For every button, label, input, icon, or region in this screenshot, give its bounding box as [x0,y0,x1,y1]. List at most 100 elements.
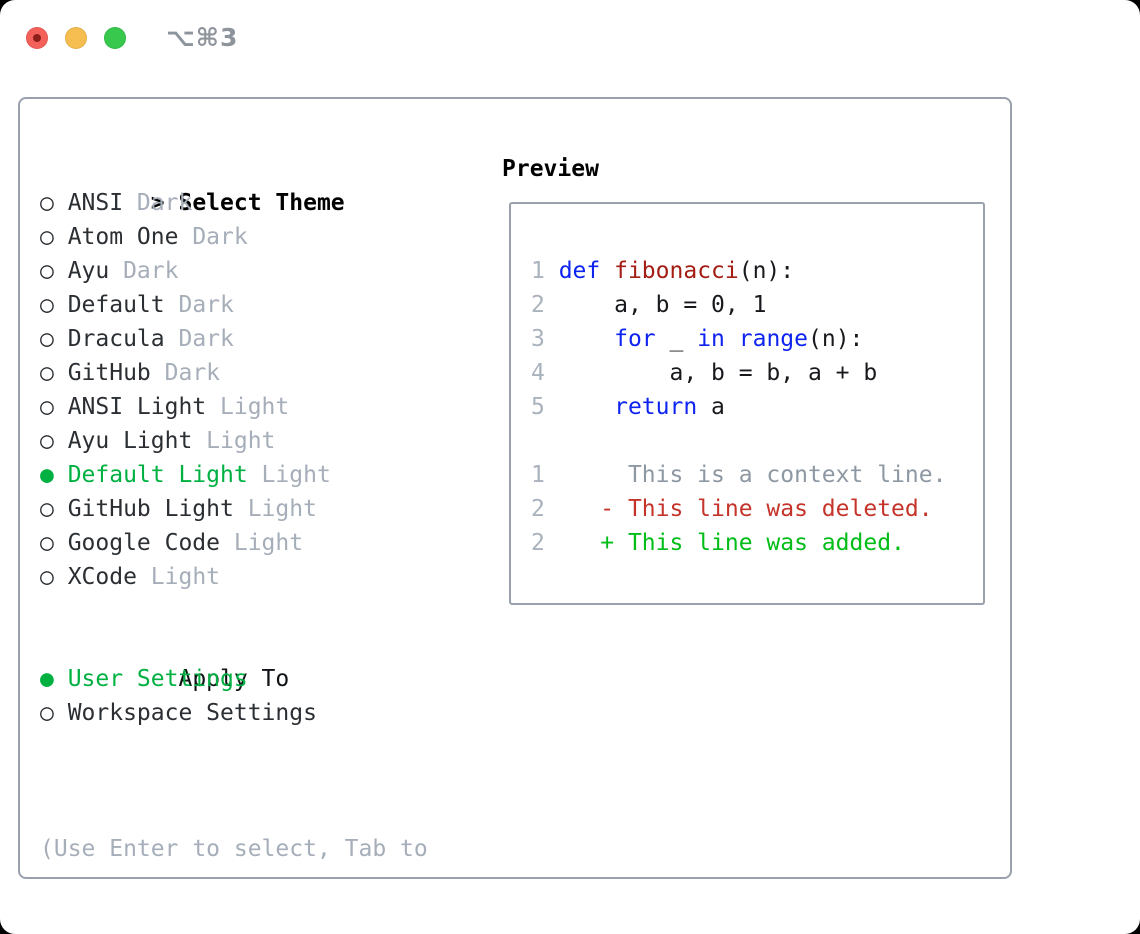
select-theme-header: > Select Theme [40,152,428,216]
code-token-plain [545,394,614,420]
theme-variant: Light [136,564,221,590]
theme-name: ANSI Light [67,394,207,420]
code-token-keyword: def [558,258,601,284]
code-line: 2 a, b = 0, 1 [531,288,983,322]
theme-variant: Dark [123,190,193,216]
theme-variant: Dark [150,360,221,386]
apply-to-list: ● User Settings ○Workspace Settings [40,662,428,730]
theme-option[interactable]: ○XCode Light [40,560,428,594]
radio-icon: ○ [40,394,54,420]
theme-option[interactable]: ○ Default Dark [40,288,428,322]
radio-icon: ○ [40,258,54,284]
prompt-arrow-icon: > [150,190,165,216]
code-token-plain [545,496,600,522]
theme-name: Atom One [67,224,179,250]
theme-option[interactable]: ○Dracula Dark [40,322,428,356]
code-token-keyword: for [614,326,656,352]
code-line: 3 for _ in range(n): [531,322,983,356]
code-token-deleted: - This line was deleted. [600,496,933,522]
radio-icon: ○ [40,428,54,454]
code-token-linenum: 1 [531,462,545,488]
theme-option[interactable]: ○ ANSI Dark [40,186,428,220]
theme-name: ANSI [67,190,124,216]
code-token-added: + This line was added. [600,530,905,556]
theme-option[interactable]: ○GitHub Light Light [40,492,428,526]
radio-icon: ○ [40,224,54,250]
titlebar: ⌥⌘3 [26,23,239,52]
selected-radio-icon: ● [40,462,54,488]
keyboard-shortcut-label: ⌥⌘3 [166,23,239,52]
theme-name: Default [67,292,165,318]
theme-variant: Dark [178,224,248,250]
help-text: (Use Enter to select, Tab to change focu… [40,764,428,934]
apply-to-option[interactable]: ● User Settings [40,662,428,696]
code-token-keyword: range [738,326,809,352]
code-line [531,424,983,458]
theme-variant: Light [233,496,317,522]
theme-option[interactable]: ○ GitHub Dark [40,356,428,390]
theme-variant: Dark [164,326,234,352]
code-token-function: fibonacci [614,258,739,284]
code-token-plain [725,326,739,352]
close-button[interactable] [26,27,48,49]
spacer [40,730,428,764]
theme-name: Ayu Light [67,428,193,454]
code-token-linenum: 5 [531,394,545,420]
select-theme-title: Select Theme [178,190,345,216]
theme-menu: > Select Theme ○ ANSI Dark ○ Atom One Dark ○ A… [40,152,428,934]
code-token-plain: (n): [808,326,864,352]
radio-icon: ○ [40,360,54,386]
code-line: 4 a, b = b, a + b [531,356,983,390]
apply-to-label: Workspace Settings [67,700,317,726]
minimize-button[interactable] [65,27,87,49]
code-line: 2 - This line was deleted. [531,492,983,526]
apply-to-label: User Settings [67,666,248,692]
code-token-plain [545,530,600,556]
theme-name: GitHub [67,360,151,386]
theme-option[interactable]: ○Google Code Light [40,526,428,560]
apply-to-option[interactable]: ○Workspace Settings [40,696,428,730]
theme-variant: Dark [164,292,234,318]
code-line: 1 def fibonacci(n): [531,254,983,288]
theme-name: Ayu [67,258,110,284]
code-token-keyword: return [614,394,698,420]
theme-option[interactable]: ○Ayu Light Light [40,424,428,458]
theme-option[interactable]: ●Default Light Light [40,458,428,492]
radio-icon: ○ [40,530,54,556]
selected-radio-icon: ● [40,666,54,692]
apply-to-title: Apply To [178,666,290,692]
theme-picker-panel: > Select Theme ○ ANSI Dark ○ Atom One Dark ○ A… [18,97,1012,879]
theme-option[interactable]: ○ Ayu Dark [40,254,428,288]
close-button-dot-icon [33,34,41,42]
theme-option[interactable]: ○ Atom One Dark [40,220,428,254]
apply-to-header: Apply To [40,628,428,692]
code-line: 2 + This line was added. [531,526,983,560]
theme-option[interactable]: ○ ANSI Light Light [40,390,428,424]
preview-title: Preview [502,156,599,182]
radio-icon: ○ [40,292,54,318]
code-token-plain: (n): [738,258,795,284]
code-token-linenum: 2 [531,496,545,522]
theme-name: Dracula [67,326,165,352]
theme-variant: Dark [109,258,179,284]
code-token-linenum: 2 [531,530,545,556]
theme-name: Google Code [67,530,221,556]
code-token-linenum: 3 [531,326,545,352]
code-token-keyword: in [697,326,725,352]
code-token-linenum: 4 [531,360,545,386]
code-token-plain: a [697,394,725,420]
theme-variant: Light [206,394,290,420]
code-token-linenum: 2 [531,292,545,318]
code-token-plain: a, b = 0, 1 [544,292,767,318]
radio-icon: ○ [40,190,54,216]
code-token-plain [545,326,614,352]
help-line-1: (Use Enter to select, Tab to [40,836,428,862]
code-line: 5 return a [531,390,983,424]
theme-name: Default Light [67,462,248,488]
code-token-context: This is a context line. [544,462,947,488]
theme-list: ○ ANSI Dark ○ Atom One Dark ○ Ayu Dark ○ Defaul… [40,186,428,594]
zoom-button[interactable] [104,27,126,49]
